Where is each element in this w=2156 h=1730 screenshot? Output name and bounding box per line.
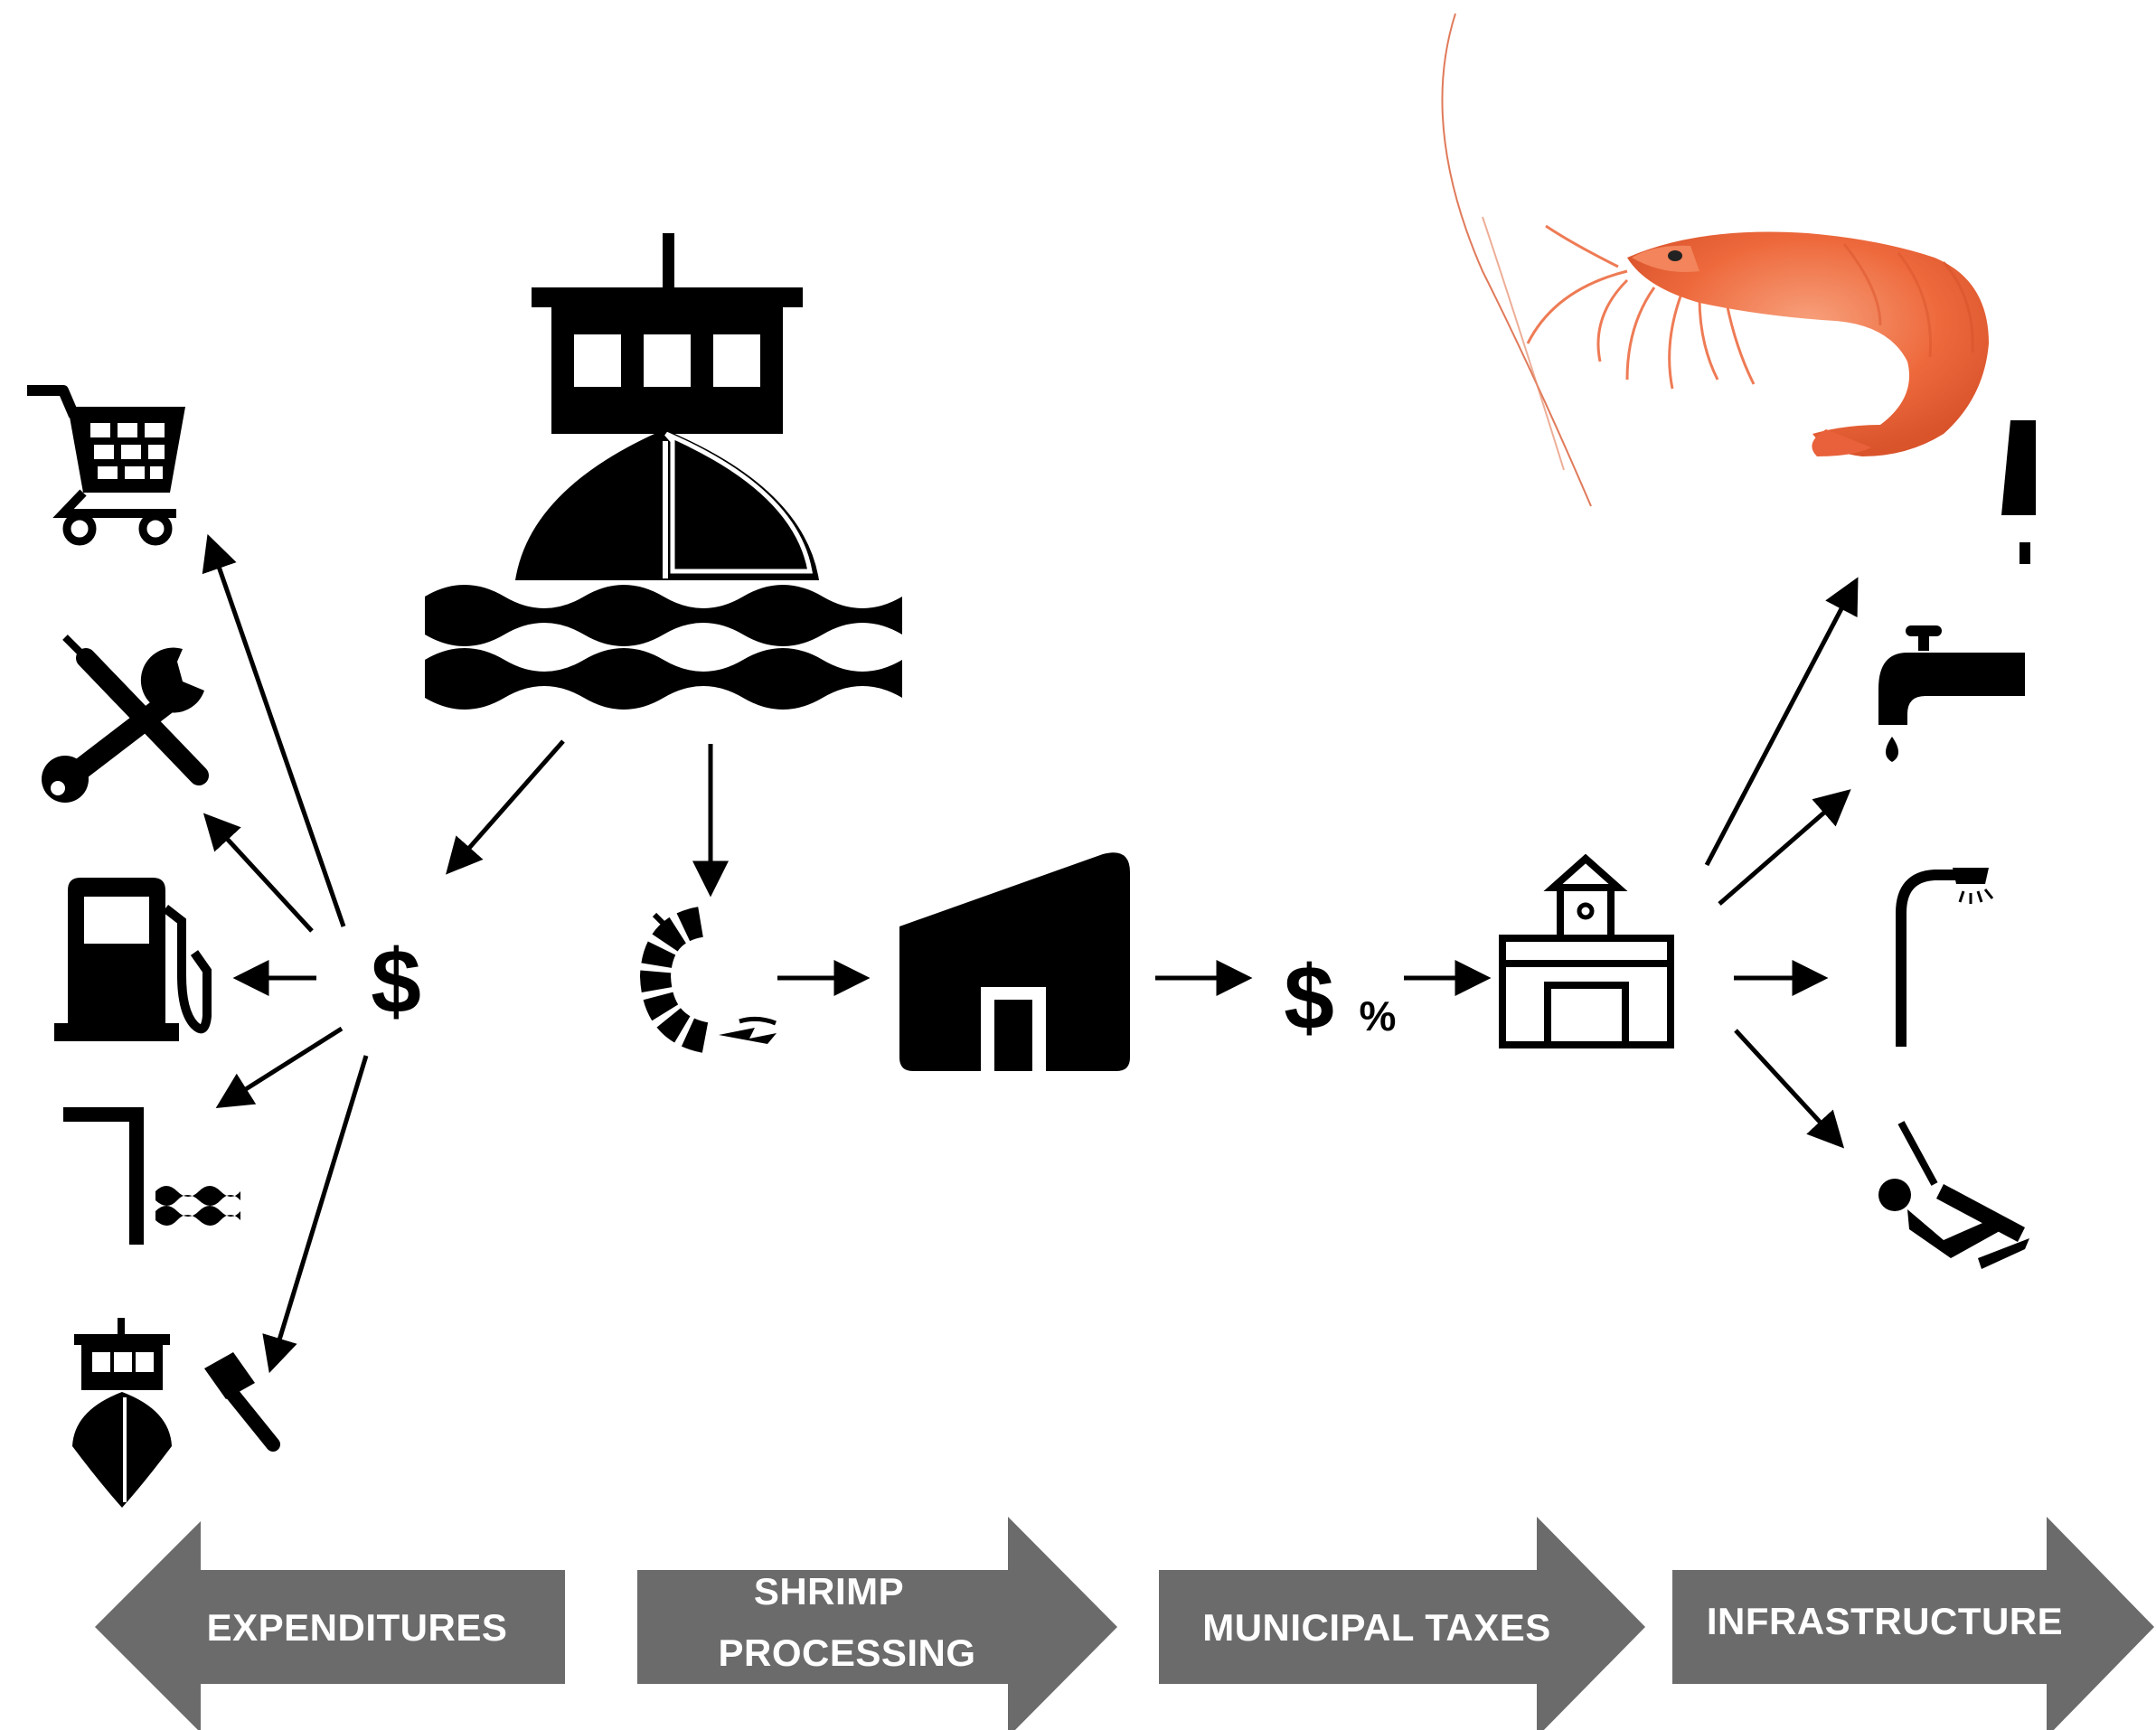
fishing-boat-icon xyxy=(425,233,902,710)
band-label-municipal-taxes: MUNICIPAL TAXES xyxy=(1202,1606,1551,1649)
town-hall-icon xyxy=(1499,853,1674,1048)
street-light-icon xyxy=(1896,868,1994,1047)
band-label-processing: PROCESSING xyxy=(718,1631,975,1674)
arrow-hub-to-cart xyxy=(202,533,346,927)
band-arrow-expenditures: EXPENDITURES xyxy=(95,1521,565,1730)
processing-plant-icon xyxy=(899,852,1130,1071)
band-label-infrastructure: INFRASTRUCTURE xyxy=(1707,1600,2063,1642)
band-arrow-municipal-taxes: MUNICIPAL TAXES xyxy=(1159,1517,1645,1730)
arrow-hub-to-repair xyxy=(262,1055,369,1374)
band-arrow-infrastructure: INFRASTRUCTURE xyxy=(1672,1517,2154,1730)
shrimp-photo xyxy=(1441,13,1989,507)
tax-percent-symbol: % xyxy=(1360,992,1397,1039)
arrow-hall-to-swing xyxy=(1734,1029,1845,1149)
expenditure-hub-dollar: $ xyxy=(371,931,421,1032)
arrow-hub-to-dock xyxy=(215,1026,344,1109)
fuel-pump-icon xyxy=(54,878,212,1041)
boat-repair-icon xyxy=(72,1318,280,1508)
shopping-cart-icon xyxy=(27,385,185,546)
arrow-hall-to-road xyxy=(1704,577,1859,867)
flow-arrows xyxy=(202,533,1859,1374)
water-tap-icon xyxy=(1878,625,2025,762)
arrow-vessel-to-hub xyxy=(446,739,565,875)
band-label-shrimp: SHRIMP xyxy=(754,1570,904,1612)
shrimp-icon xyxy=(639,907,777,1053)
tools-icon xyxy=(42,635,209,803)
band-arrow-shrimp-processing: SHRIMP PROCESSING xyxy=(637,1517,1117,1730)
playground-swing-icon xyxy=(1878,1121,2029,1269)
band-label-expenditures: EXPENDITURES xyxy=(207,1606,508,1649)
arrow-hub-to-tools xyxy=(202,813,314,933)
municipal-tax-icon: $ % xyxy=(1284,947,1396,1048)
dock-water-icon xyxy=(63,1107,240,1245)
arrow-hall-to-tap xyxy=(1718,789,1851,906)
road-icon xyxy=(2001,420,2036,564)
tax-dollar-symbol: $ xyxy=(1284,947,1334,1048)
